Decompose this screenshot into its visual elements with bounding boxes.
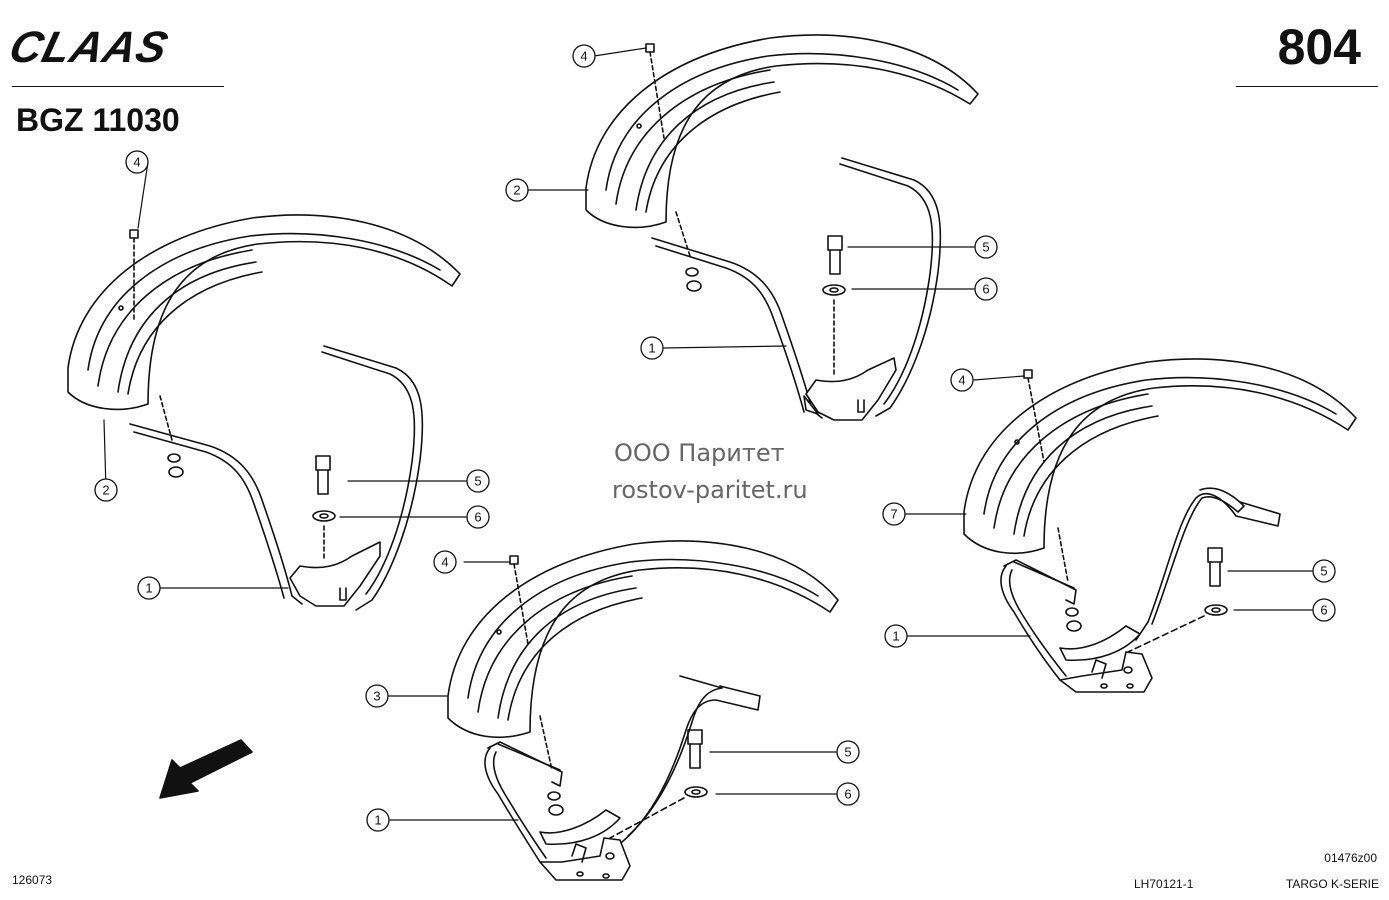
- callout-washer-6: 6: [982, 282, 989, 297]
- callout-bracket-1: 1: [374, 813, 381, 828]
- callout-washer-6: 6: [844, 787, 851, 802]
- callout-bolt-4: 4: [133, 155, 140, 170]
- direction-arrow-icon: [159, 739, 253, 799]
- callout-bracket-1: 1: [145, 581, 152, 596]
- fender-a: [67, 214, 461, 411]
- watermark-company: ООО Паритет: [614, 439, 785, 467]
- callout-fender-2: 2: [102, 483, 109, 498]
- callout-bracket-1: 1: [892, 629, 899, 644]
- callout-circles: [94, 44, 1336, 832]
- callout-washer-6: 6: [474, 510, 481, 525]
- fender-assembly-a: [67, 214, 461, 611]
- header-rule-left: [12, 86, 224, 87]
- callout-bolt-5: 5: [982, 240, 989, 255]
- mount-bracket-a: [129, 345, 424, 611]
- callout-bracket-1: 1: [648, 341, 655, 356]
- bolts-b: [645, 43, 846, 377]
- mount-bracket-c: [484, 675, 761, 881]
- callout-fender-2: 2: [513, 183, 520, 198]
- callout-bolt-5: 5: [1320, 564, 1327, 579]
- callout-bolt-4: 4: [441, 555, 448, 570]
- fender-b: [585, 34, 979, 229]
- fender-assembly-c: [447, 540, 839, 881]
- header-rule-right: [1236, 86, 1378, 87]
- fender-c: [447, 540, 839, 738]
- bolts-a: [129, 229, 336, 561]
- callout-bolt-5: 5: [474, 474, 481, 489]
- bolts-c: [509, 555, 708, 839]
- footer-series: TARGO K-SERIE: [1285, 877, 1379, 891]
- footer-left-code: 126073: [12, 873, 53, 887]
- fender-assembly-b: [585, 34, 979, 421]
- mount-bracket-d: [1000, 487, 1281, 693]
- callout-fender-7: 7: [890, 507, 897, 522]
- watermark-url: rostov-paritet.ru: [612, 476, 808, 504]
- doc-code: BGZ 11030: [16, 102, 180, 138]
- callout-washer-6: 6: [1320, 603, 1327, 618]
- fender-d: [963, 358, 1357, 554]
- footer-drawing-code: 01476z00: [1324, 851, 1377, 865]
- footer-lh-code: LH70121-1: [1134, 877, 1194, 891]
- callout-bolt-4: 4: [958, 373, 965, 388]
- leader-lines: [103, 47, 1313, 821]
- callout-bolt-4: 4: [580, 49, 587, 64]
- page-number: 804: [1277, 19, 1361, 75]
- mount-bracket-b: [651, 157, 942, 421]
- fender-assembly-d: [963, 358, 1357, 693]
- callout-fender-3: 3: [373, 689, 380, 704]
- bolts-d: [1023, 369, 1228, 653]
- callout-bolt-5: 5: [844, 745, 851, 760]
